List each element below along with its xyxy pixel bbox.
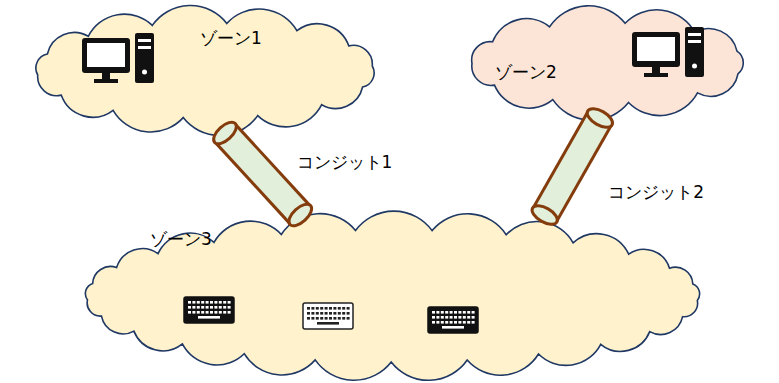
zone-name: ゾーン1 — [200, 28, 262, 48]
conduit-body — [225, 133, 300, 215]
conduit-label: コンジット1 — [295, 152, 395, 172]
zone-name: ゾーン2 — [495, 62, 557, 82]
keyboard-icon — [303, 303, 353, 329]
zone-cloud: ゾーン1 — [20, 8, 390, 133]
conduit-outline — [545, 118, 600, 215]
keyboard-icon — [184, 297, 234, 323]
cloud-outline — [20, 8, 390, 133]
zone-name: ゾーン3 — [150, 229, 212, 249]
cloud-shape — [36, 6, 374, 136]
conduit-body — [545, 118, 600, 215]
conduit-outline — [225, 133, 300, 215]
keyboard-icon — [428, 307, 478, 333]
conduit-tube — [529, 105, 615, 228]
zone-cloud: ゾーン2 — [455, 8, 760, 118]
cloud-shape — [472, 6, 744, 120]
cloud-shape — [85, 211, 699, 380]
conduit-label: コンジット2 — [606, 182, 706, 202]
conduit-tube — [210, 118, 315, 229]
zone-cloud: ゾーン3 — [70, 215, 715, 377]
